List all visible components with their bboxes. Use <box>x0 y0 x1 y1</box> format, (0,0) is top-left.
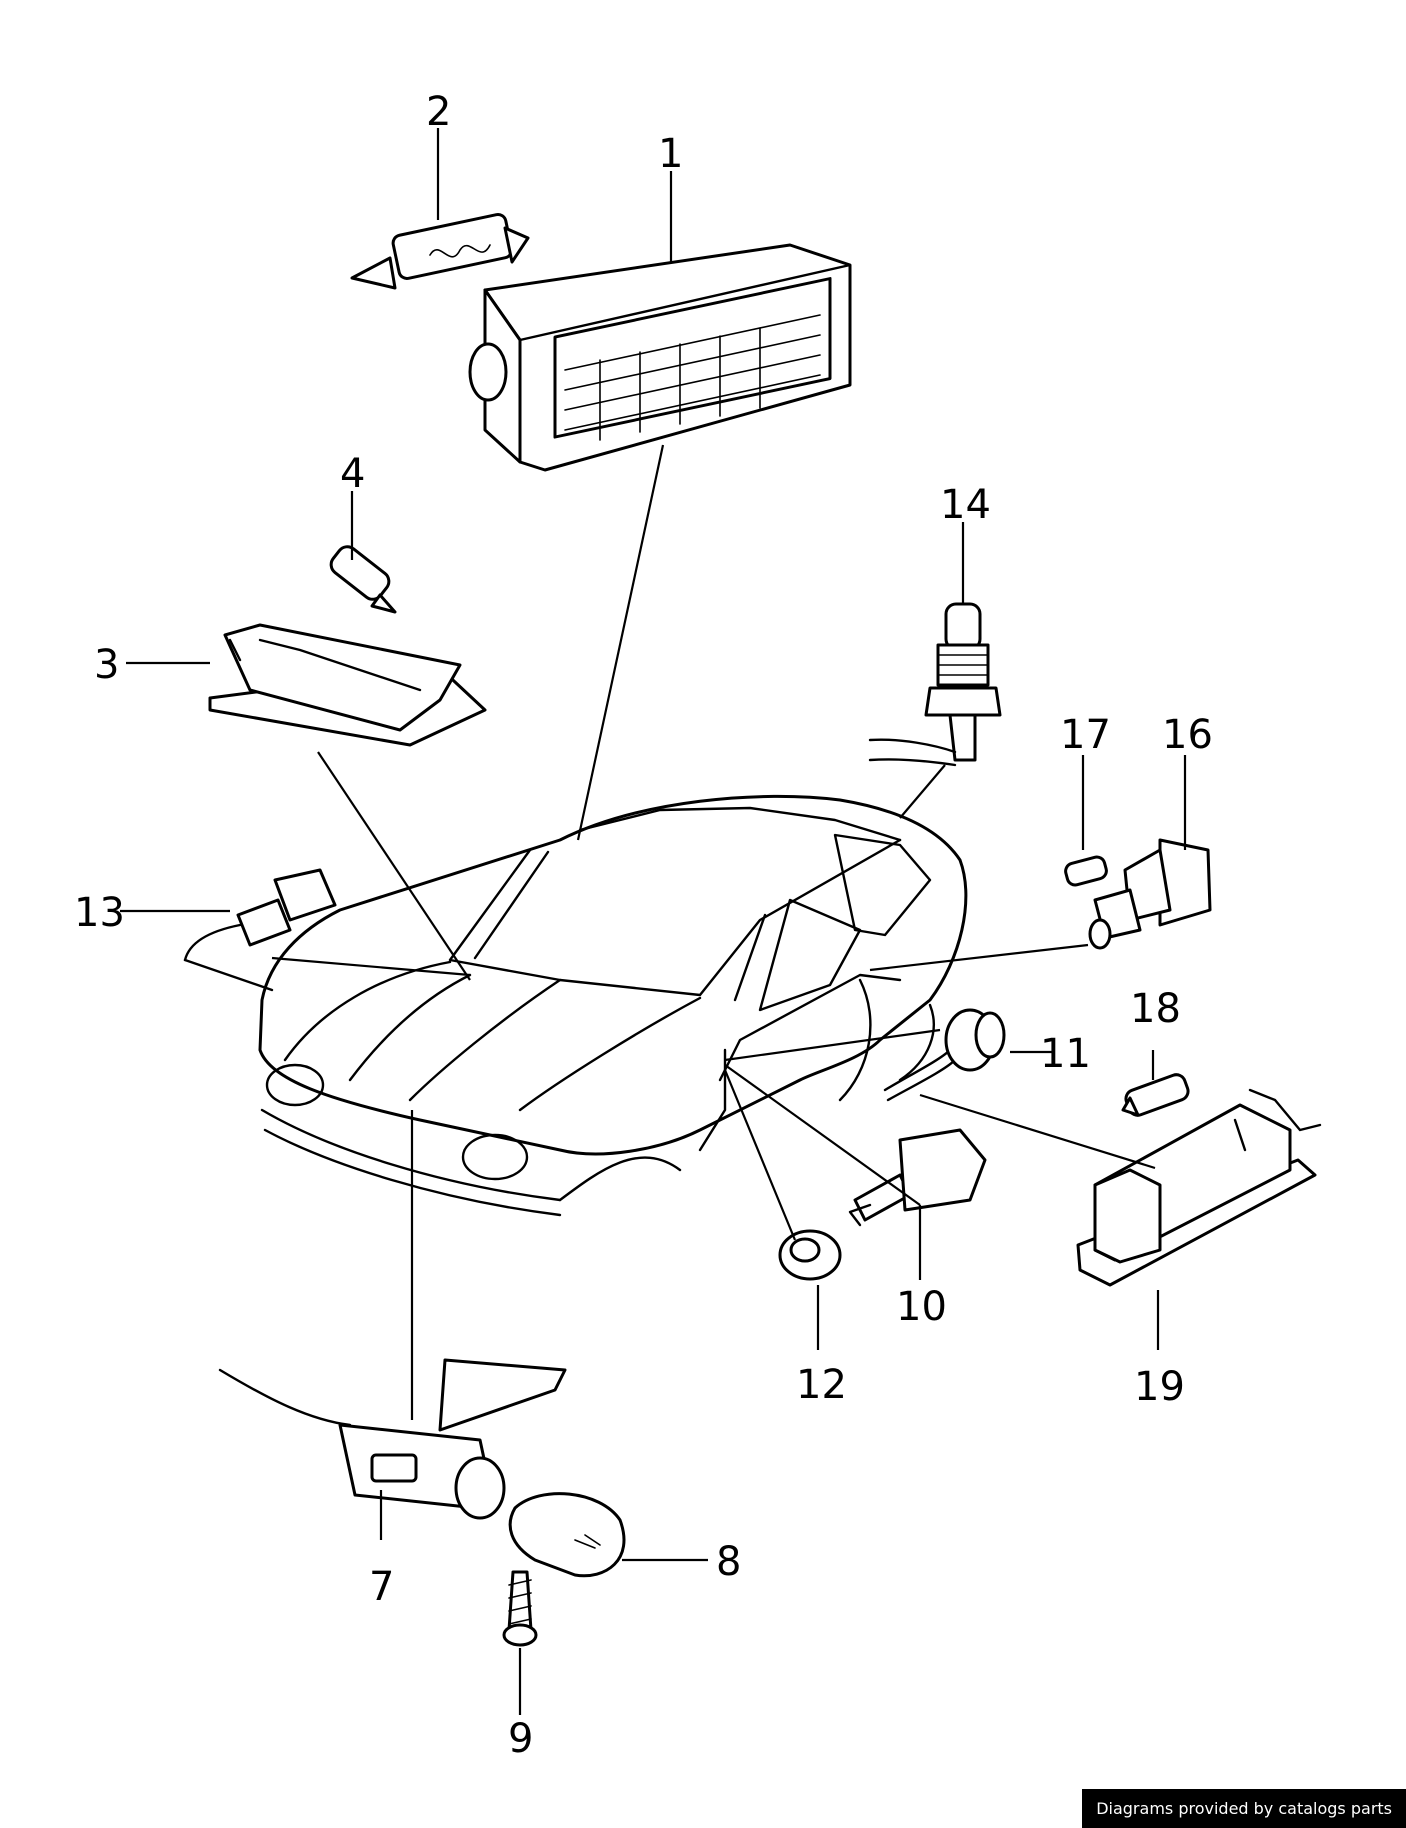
callout-16: 16 <box>1162 712 1213 758</box>
callout-18: 18 <box>1130 986 1181 1032</box>
part-9-screw <box>502 1570 538 1647</box>
part-4-small-bulb <box>329 545 397 614</box>
part-8-bulb <box>508 1492 626 1578</box>
part-18-festoon-bulb <box>1121 1073 1190 1117</box>
part-13-switch <box>183 868 337 992</box>
callout-7: 7 <box>369 1564 394 1610</box>
part-17-small-bulb <box>1064 855 1108 887</box>
callout-11: 11 <box>1040 1031 1091 1077</box>
callout-8: 8 <box>716 1539 741 1585</box>
part-3-lamp-housing <box>208 623 487 747</box>
part-2-festoon-bulb <box>350 212 530 290</box>
callout-3: 3 <box>94 642 119 688</box>
callout-14: 14 <box>940 482 991 528</box>
part-11-grommet <box>883 1008 1006 1102</box>
car-body <box>258 794 968 1217</box>
callout-17: 17 <box>1060 712 1111 758</box>
callout-13: 13 <box>74 890 125 936</box>
part-16-holder <box>1088 838 1212 950</box>
callout-labels: 1 2 3 4 7 8 9 10 11 12 13 14 16 17 18 19 <box>74 89 1213 1762</box>
callout-4: 4 <box>340 451 365 497</box>
callout-12: 12 <box>796 1362 847 1408</box>
part-14-pressure-switch <box>868 602 1002 767</box>
part-19-plate-lamp <box>1076 1088 1322 1287</box>
credit-footer: Diagrams provided by catalogs parts <box>1082 1789 1406 1828</box>
leader-lines <box>120 128 1187 1715</box>
callout-1: 1 <box>658 131 683 177</box>
callout-10: 10 <box>896 1284 947 1330</box>
callout-9: 9 <box>508 1716 533 1762</box>
part-12-washer <box>778 1229 842 1281</box>
callout-19: 19 <box>1134 1364 1185 1410</box>
part-7-socket <box>218 1358 567 1520</box>
part-1-interior-lamp <box>468 243 852 472</box>
part-10-sensor <box>848 1128 987 1227</box>
callout-2: 2 <box>426 89 451 135</box>
